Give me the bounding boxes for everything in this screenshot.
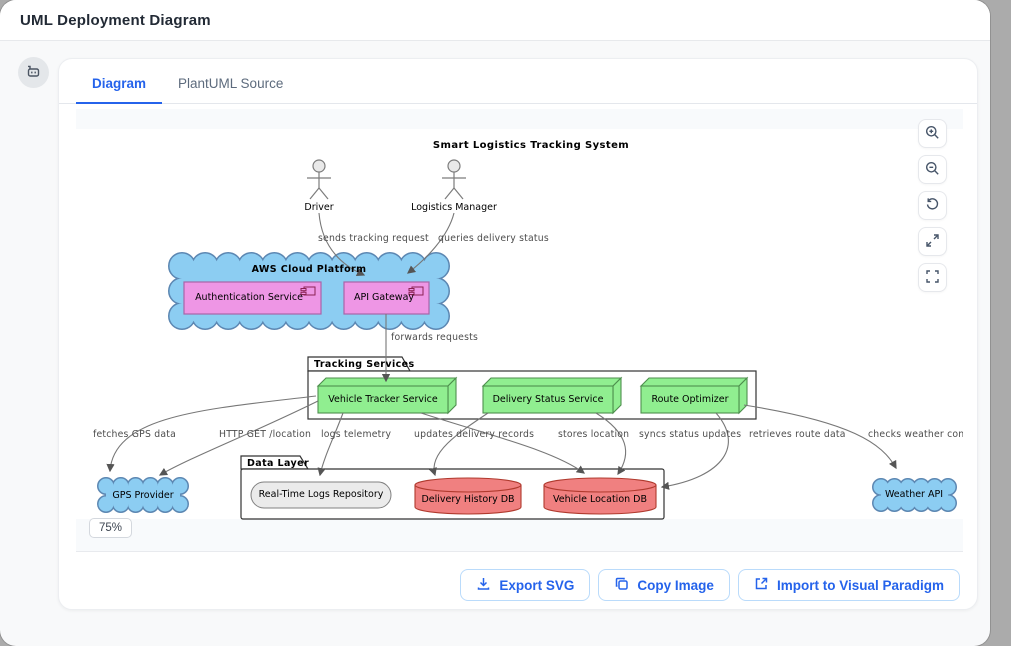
edge-label-checks: checks weather con bbox=[868, 429, 963, 441]
edge-label-syncs: syncs status updates bbox=[639, 429, 741, 441]
action-buttons: Export SVG Copy Image Import to Visual P… bbox=[460, 569, 960, 601]
gps-provider-label: GPS Provider bbox=[112, 490, 173, 502]
edge-label-updates: updates delivery records bbox=[414, 429, 534, 441]
delivery-history-db-label: Delivery History DB bbox=[421, 494, 514, 506]
import-visual-paradigm-label: Import to Visual Paradigm bbox=[777, 578, 944, 593]
uml-diagram bbox=[76, 109, 963, 552]
actor-logistics-manager-label: Logistics Manager bbox=[411, 202, 497, 214]
export-svg-label: Export SVG bbox=[499, 578, 574, 593]
copy-image-button[interactable]: Copy Image bbox=[598, 569, 730, 601]
reset-view-button[interactable] bbox=[918, 191, 947, 220]
actor-driver-label: Driver bbox=[304, 202, 333, 214]
tab-plantuml-source[interactable]: PlantUML Source bbox=[162, 67, 299, 104]
authentication-service-label: Authentication Service bbox=[195, 292, 303, 304]
edge-label-retrieves: retrieves route data bbox=[749, 429, 846, 441]
data-layer-label: Data Layer bbox=[247, 458, 309, 470]
vehicle-tracker-service-label: Vehicle Tracker Service bbox=[328, 394, 437, 406]
fullscreen-button[interactable] bbox=[918, 263, 947, 292]
api-gateway-label: API Gateway bbox=[354, 292, 414, 304]
app-window: UML Deployment Diagram Diagram PlantUML … bbox=[0, 0, 990, 646]
reset-icon bbox=[925, 197, 940, 215]
copy-icon bbox=[614, 576, 629, 594]
import-visual-paradigm-button[interactable]: Import to Visual Paradigm bbox=[738, 569, 960, 601]
edge-label-http-get: HTTP GET /location bbox=[219, 429, 311, 441]
route-optimizer-label: Route Optimizer bbox=[651, 394, 728, 406]
component-icon bbox=[301, 287, 315, 295]
edge-label-stores: stores location bbox=[558, 429, 629, 441]
tab-diagram[interactable]: Diagram bbox=[76, 67, 162, 104]
page-title: UML Deployment Diagram bbox=[20, 12, 211, 29]
realtime-logs-repository-label: Real-Time Logs Repository bbox=[259, 489, 384, 501]
copy-image-label: Copy Image bbox=[637, 578, 714, 593]
edge-label-forwards: forwards requests bbox=[391, 332, 478, 344]
zoom-out-icon bbox=[925, 161, 940, 179]
fullscreen-icon bbox=[925, 269, 940, 287]
edge-label-logs: logs telemetry bbox=[321, 429, 391, 441]
diagram-card: Diagram PlantUML Source bbox=[58, 58, 978, 610]
aws-cloud-label: AWS Cloud Platform bbox=[252, 264, 367, 276]
edge-label-sends: sends tracking request bbox=[318, 233, 429, 245]
vehicle-location-db-label: Vehicle Location DB bbox=[553, 494, 647, 506]
actor-logistics-manager-figure bbox=[442, 160, 466, 199]
zoom-in-button[interactable] bbox=[918, 119, 947, 148]
download-icon bbox=[476, 576, 491, 594]
tracking-services-label: Tracking Services bbox=[314, 359, 415, 371]
expand-icon bbox=[925, 233, 940, 251]
actor-driver-figure bbox=[307, 160, 331, 199]
weather-api-label: Weather API bbox=[885, 489, 943, 501]
edge-label-queries: queries delivery status bbox=[438, 233, 549, 245]
diagram-title: Smart Logistics Tracking System bbox=[433, 140, 629, 152]
external-link-icon bbox=[754, 576, 769, 594]
zoom-controls bbox=[918, 119, 947, 292]
zoom-in-icon bbox=[925, 125, 940, 143]
tab-bar: Diagram PlantUML Source bbox=[59, 59, 977, 104]
robot-icon bbox=[25, 63, 42, 83]
app-header: UML Deployment Diagram bbox=[0, 0, 990, 41]
zoom-level-badge: 75% bbox=[89, 518, 132, 538]
diagram-canvas[interactable]: Smart Logistics Tracking System Driver L… bbox=[76, 109, 963, 552]
assistant-button[interactable] bbox=[18, 57, 49, 88]
zoom-out-button[interactable] bbox=[918, 155, 947, 184]
fit-view-button[interactable] bbox=[918, 227, 947, 256]
export-svg-button[interactable]: Export SVG bbox=[460, 569, 590, 601]
edge-label-fetches: fetches GPS data bbox=[93, 429, 176, 441]
delivery-status-service-label: Delivery Status Service bbox=[493, 394, 604, 406]
